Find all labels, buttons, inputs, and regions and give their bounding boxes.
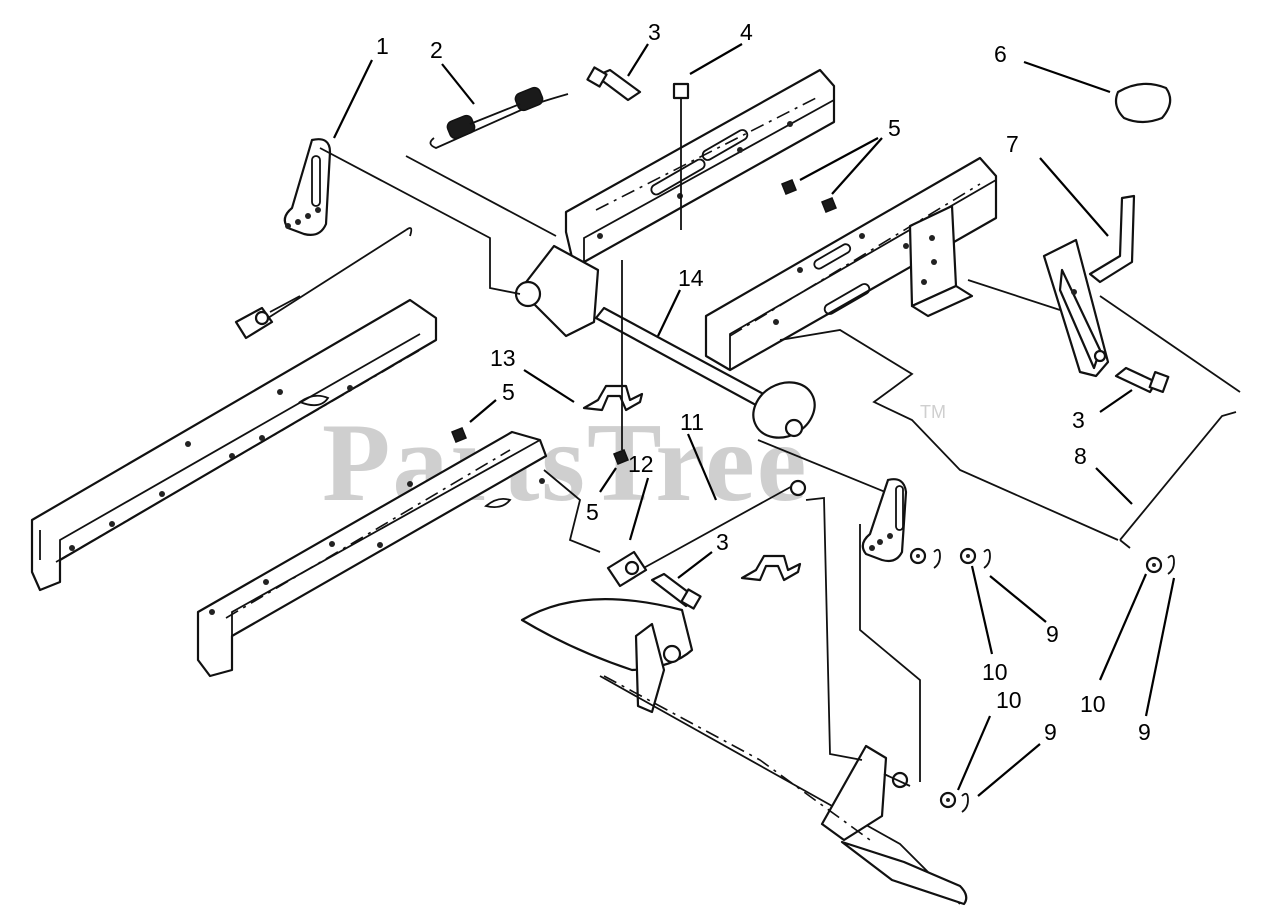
washer-d — [939, 791, 957, 809]
callout-13: 13 — [490, 345, 516, 371]
washer-a — [909, 547, 927, 565]
right-frame-rail — [704, 156, 998, 372]
clip-b — [983, 548, 991, 569]
lift-lever — [1042, 194, 1136, 378]
callout-8: 8 — [1074, 443, 1087, 469]
washer-c — [1145, 556, 1163, 574]
extension-spring — [429, 86, 569, 149]
clip-c — [1167, 554, 1175, 575]
callout-9-c: 9 — [1138, 719, 1151, 745]
callout-5-center: 5 — [586, 499, 599, 525]
callout-3-right: 3 — [1072, 407, 1085, 433]
washer-b — [959, 547, 977, 565]
callout-labels: 1 2 3 4 5 6 7 14 13 5 11 12 5 3 3 8 9 10… — [376, 19, 1151, 745]
angle-mount-bracket — [908, 204, 974, 318]
callout-6: 6 — [994, 41, 1007, 67]
lever-bolt — [1114, 366, 1170, 394]
lift-rod — [1119, 411, 1237, 549]
callout-4: 4 — [740, 19, 753, 45]
deck-lower-left — [520, 598, 961, 905]
nut-upper-a — [781, 179, 797, 195]
reference-lines — [55, 95, 1241, 841]
callout-5-left: 5 — [502, 379, 515, 405]
callout-14: 14 — [678, 265, 704, 291]
callout-5-upper: 5 — [888, 115, 901, 141]
left-lift-link — [234, 227, 413, 340]
callout-10-b: 10 — [996, 687, 1022, 713]
callout-9-b: 9 — [1044, 719, 1057, 745]
nut-left — [451, 427, 467, 443]
clip-a — [933, 548, 941, 569]
lever-knob — [1114, 82, 1172, 124]
upper-center-bracket — [564, 68, 836, 274]
small-bolt — [672, 82, 690, 230]
callout-10-a: 10 — [982, 659, 1008, 685]
cross-shaft — [514, 244, 901, 499]
callout-leaders — [333, 43, 1176, 797]
nut-center — [613, 449, 629, 465]
callout-3-lower: 3 — [716, 529, 729, 555]
callout-3-top: 3 — [648, 19, 661, 45]
right-lift-link — [606, 479, 807, 588]
clip-d — [961, 792, 969, 813]
strap-clamp-upper — [582, 384, 644, 412]
callout-1: 1 — [376, 33, 389, 59]
right-adjust-plate — [861, 478, 908, 563]
callout-10-c: 10 — [1080, 691, 1106, 717]
callout-2: 2 — [430, 37, 443, 63]
lower-frame-rail — [196, 430, 548, 678]
callout-9-a: 9 — [1046, 621, 1059, 647]
strap-clamp-lower — [740, 554, 802, 582]
nut-upper-b — [821, 197, 837, 213]
watermark-trademark: TM — [920, 402, 946, 422]
height-adjust-plate — [283, 138, 332, 236]
deck-lower-right — [820, 744, 968, 906]
callout-12: 12 — [628, 451, 654, 477]
callout-7: 7 — [1006, 131, 1019, 157]
top-bolt — [586, 66, 642, 102]
bolt-lower — [650, 572, 702, 610]
callout-11: 11 — [680, 409, 704, 435]
